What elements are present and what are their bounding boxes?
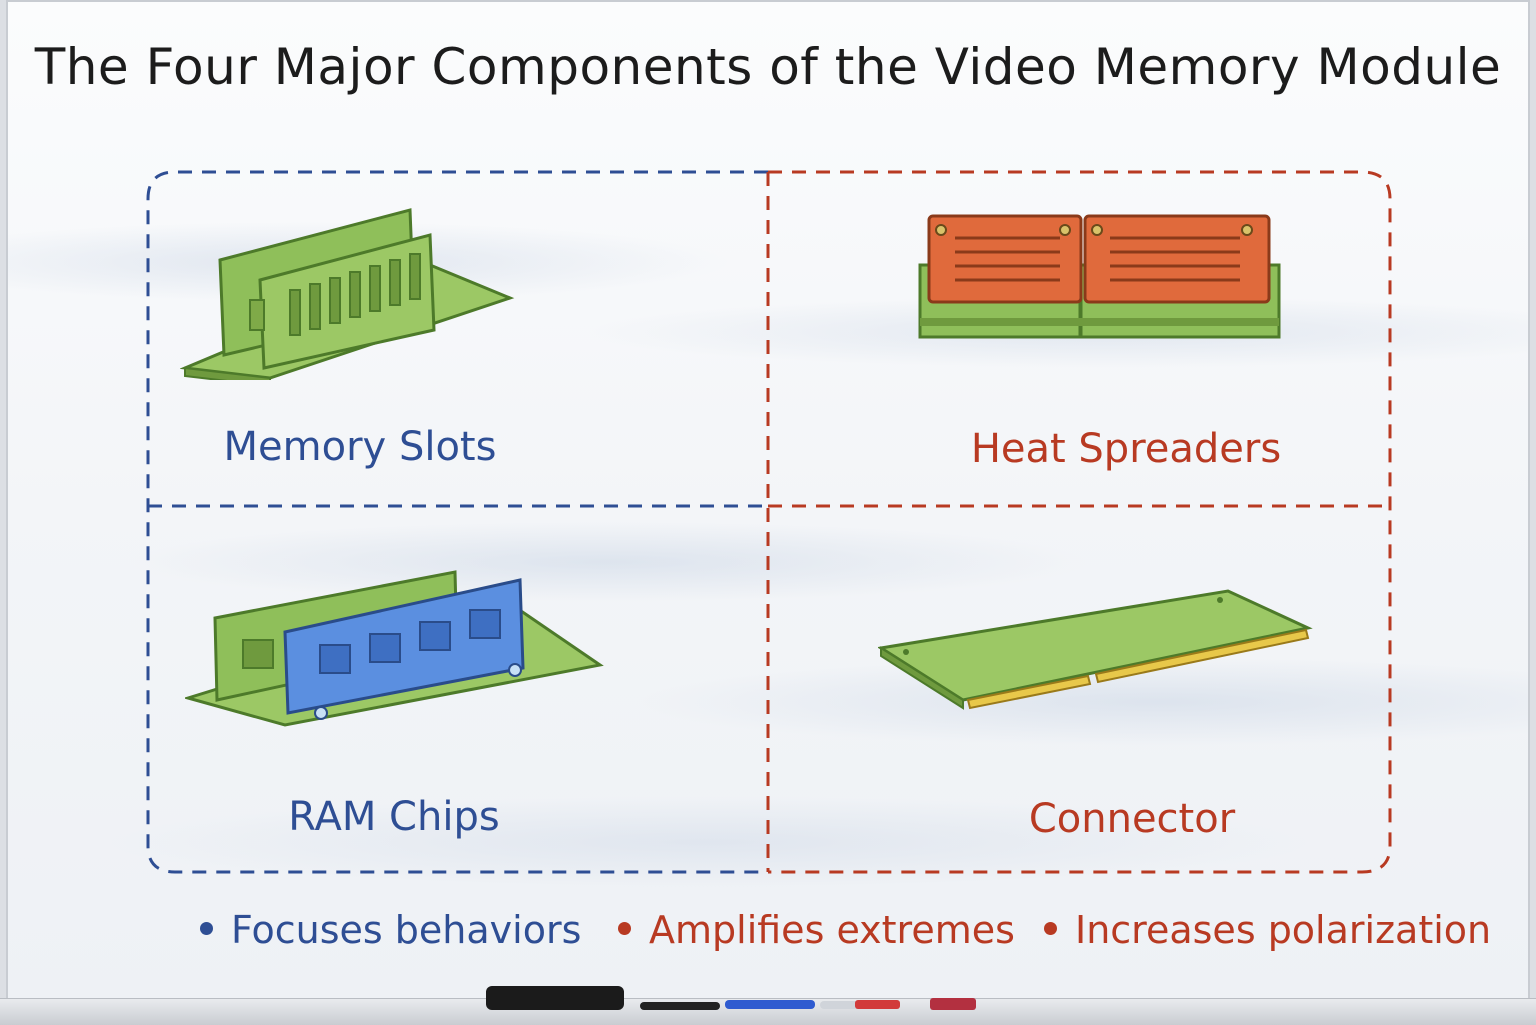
marker-black[interactable] bbox=[640, 1002, 720, 1010]
quadrant-label-connector: Connector bbox=[1028, 796, 1236, 842]
heat-spreaders-illustration bbox=[918, 214, 1281, 339]
bullet-text: Amplifies extremes bbox=[649, 908, 1015, 952]
bullet-dot bbox=[618, 922, 631, 935]
bullet-list: Focuses behaviors Amplifies extremes Inc… bbox=[0, 908, 1536, 968]
bullet-text: Focuses behaviors bbox=[231, 908, 582, 952]
title-underline bbox=[98, 109, 1438, 114]
quadrant-label-ram-chips: RAM Chips bbox=[288, 794, 500, 840]
connector-illustration bbox=[878, 589, 1313, 710]
marker-red[interactable] bbox=[930, 998, 976, 1010]
page-title: The Four Major Components of the Video M… bbox=[34, 38, 1502, 96]
marker-red-cap[interactable] bbox=[855, 1000, 900, 1009]
bullet-item: Increases polarization bbox=[1044, 908, 1491, 952]
bullet-item: Focuses behaviors bbox=[200, 908, 581, 952]
marker-blue[interactable] bbox=[725, 1000, 815, 1009]
bullet-item: Amplifies extremes bbox=[618, 908, 1015, 952]
eraser[interactable] bbox=[486, 986, 624, 1010]
quadrant-label-heat-spreaders: Heat Spreaders bbox=[970, 426, 1282, 472]
bullet-dot bbox=[200, 922, 213, 935]
quadrant-label-memory-slots: Memory Slots bbox=[223, 424, 497, 470]
markers bbox=[486, 986, 976, 1010]
memory-slots-illustration bbox=[180, 208, 515, 380]
ram-chips-illustration bbox=[185, 570, 604, 727]
bullet-dot bbox=[1044, 922, 1057, 935]
bullet-text: Increases polarization bbox=[1075, 908, 1492, 952]
